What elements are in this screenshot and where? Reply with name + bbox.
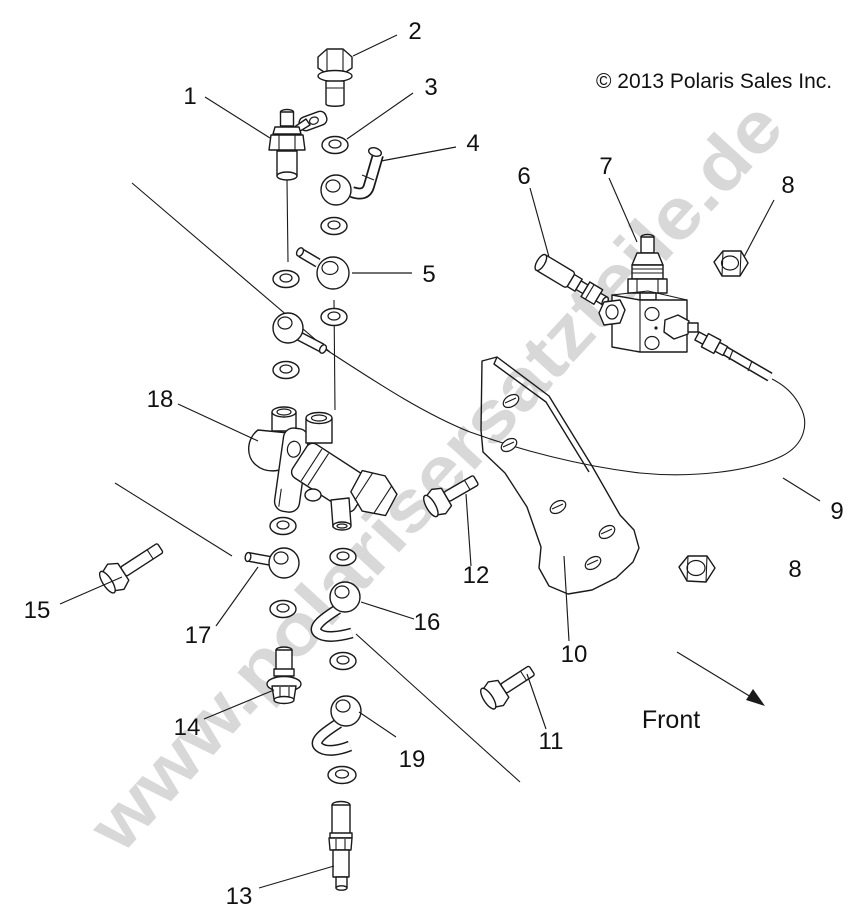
washer (269, 516, 297, 536)
callout-1: 1 (183, 83, 196, 110)
callout-14: 14 (174, 714, 201, 741)
washer (269, 599, 297, 619)
part-bolt-15 (98, 543, 164, 594)
callout-11: 11 (539, 728, 564, 755)
part-bolt-11 (480, 665, 535, 710)
washer (320, 216, 348, 236)
washer (329, 547, 357, 567)
callout-15: 15 (24, 597, 51, 624)
callout-19: 19 (399, 746, 426, 773)
callout-9: 9 (830, 498, 843, 525)
callout-16: 16 (414, 609, 441, 636)
part-fitting-13 (328, 800, 353, 891)
callout-labels: 1 2 3 4 5 6 7 8 9 10 11 12 13 14 15 16 1… (24, 18, 844, 910)
callout-8-upper: 8 (781, 172, 794, 199)
callout-13: 13 (226, 883, 253, 910)
callout-18: 18 (147, 386, 174, 413)
callout-10: 10 (561, 641, 588, 668)
washer (272, 360, 300, 380)
washer-3 (321, 135, 349, 155)
part-bolt-12 (423, 475, 479, 518)
callout-2: 2 (408, 18, 421, 45)
part-banjo-hose-end (272, 312, 328, 354)
front-arrowhead (746, 689, 765, 706)
callout-5: 5 (422, 261, 435, 288)
washers (269, 135, 357, 785)
front-label: Front (642, 706, 700, 734)
part-banjo-17 (244, 547, 300, 579)
part-banjo-5 (295, 247, 350, 290)
callout-4: 4 (466, 130, 479, 157)
watermark-text: www.polarisersatzteile.de (73, 86, 798, 867)
callout-17: 17 (185, 622, 212, 649)
brake-hose-9 (324, 344, 806, 476)
part-banjo-bolt-2 (317, 48, 353, 107)
callout-12: 12 (463, 562, 490, 589)
washer (320, 307, 348, 327)
front-indicator: Front (642, 651, 765, 734)
part-banjo-elbow-4 (320, 146, 384, 206)
part-banjo-hose-16 (310, 581, 361, 642)
part-junction-block-18 (248, 406, 398, 531)
part-banjo-hose-19 (311, 695, 362, 756)
part-nut-8-lower (678, 555, 716, 583)
callout-7: 7 (599, 153, 612, 180)
callout-3: 3 (424, 74, 437, 101)
washer (327, 765, 357, 785)
washer (329, 651, 357, 671)
part-bracket-10 (480, 356, 640, 595)
part-fitting-6 (534, 253, 610, 306)
part-valve-7 (598, 233, 729, 357)
callout-6: 6 (517, 163, 530, 190)
part-nut-8-upper (713, 250, 749, 277)
callout-8-lower: 8 (788, 556, 801, 583)
copyright-text: © 2013 Polaris Sales Inc. (596, 70, 832, 93)
washer (272, 269, 300, 289)
leader-lines (59, 34, 821, 889)
part-switch-1 (268, 108, 328, 181)
part-valve-14 (266, 646, 302, 705)
bracket-holes (500, 393, 616, 571)
